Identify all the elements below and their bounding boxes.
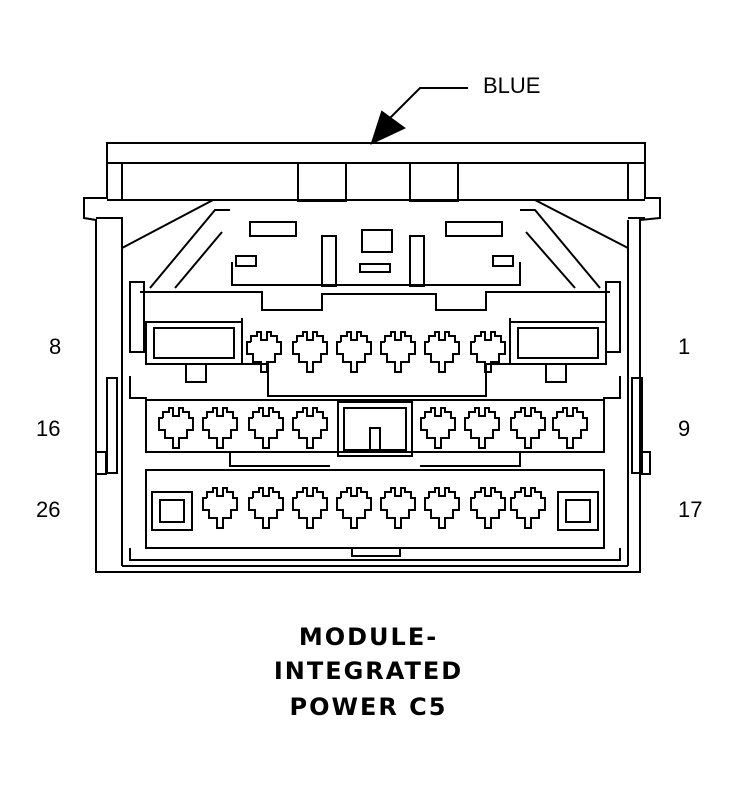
terminal-cavity [380,331,416,373]
pin-row-2 [129,376,621,467]
terminal-cavity [292,331,328,373]
pin-row-1 [145,318,607,397]
pin-label-1: 1 [678,334,691,359]
connector-title-line-1: MODULE- [298,623,439,651]
connector-title-line-3: POWER C5 [289,693,448,721]
terminal-cavity [552,407,588,449]
terminal-cavity [202,487,238,529]
pin-label-17: 17 [678,497,703,522]
terminal-cavity [470,487,506,529]
terminal-cavity [248,487,284,529]
pin-label-16: 16 [36,416,61,441]
terminal-cavity [336,487,372,529]
pin-label-8: 8 [49,334,62,359]
terminal-cavity [292,487,328,529]
pin-label-26: 26 [36,497,61,522]
callout-leader [370,87,468,145]
latch-area [140,221,610,311]
terminal-cavity [246,331,282,373]
terminal-cavity [470,331,506,373]
terminal-cavity [380,487,416,529]
pin-label-9: 9 [678,416,691,441]
terminal-cavity [424,487,460,529]
connector-top-cap [106,142,646,202]
terminal-cavity [464,407,500,449]
terminal-cavity [424,331,460,373]
terminal-cavities [158,331,588,529]
wire-color-label: BLUE [483,73,541,98]
terminal-cavity [292,407,328,449]
terminal-cavity [248,407,284,449]
terminal-cavity [510,487,546,529]
connector-title-line-2: INTEGRATED [273,657,464,685]
connector-body [83,163,661,573]
terminal-cavity [336,331,372,373]
pin-row-3 [129,469,621,561]
terminal-cavity [158,407,194,449]
terminal-cavity [202,407,238,449]
terminal-cavity [420,407,456,449]
terminal-cavity [510,407,546,449]
